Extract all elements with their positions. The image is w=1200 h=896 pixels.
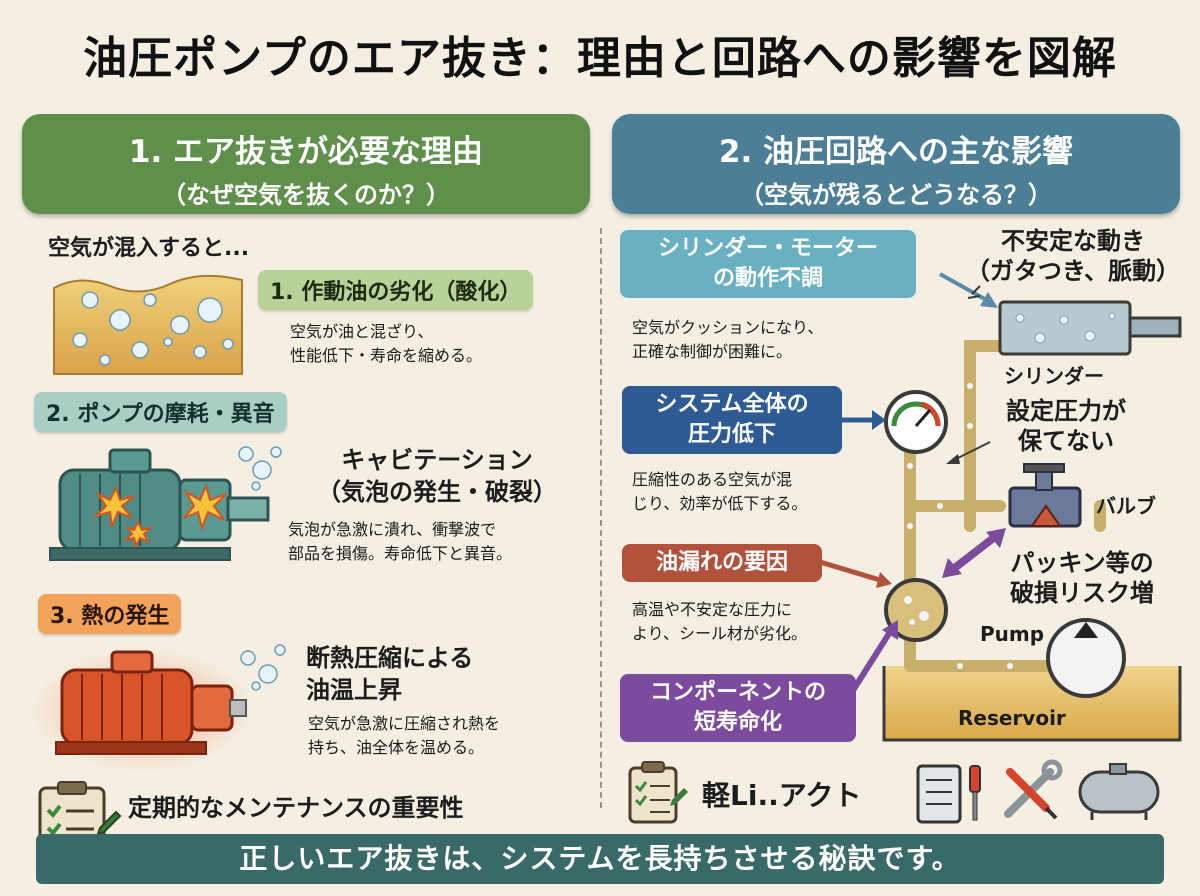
desc-line: じり、効率が低下する。 bbox=[632, 494, 808, 513]
pressure-line2: 保てない bbox=[1018, 427, 1114, 455]
pressure-line1: 設定圧力が bbox=[1006, 397, 1126, 425]
clipboard-icon bbox=[628, 761, 688, 824]
arrow-lifespan bbox=[849, 620, 898, 694]
effect-label-line1: コンポーネントの bbox=[649, 680, 826, 705]
desc-line: 気泡が急激に潰れ、衝撃波で bbox=[288, 520, 497, 539]
reservoir-label: Reservoir bbox=[958, 706, 1066, 730]
reason-heat-label: 3. 熱の発生 bbox=[38, 594, 182, 634]
desc-line: 持ち、油全体を温める。 bbox=[308, 738, 485, 757]
cavitation-line2: （気泡の発生・破裂） bbox=[317, 478, 557, 506]
cylinder-label: シリンダー bbox=[1004, 364, 1104, 388]
unstable-line2: （ガタつき、脈動） bbox=[965, 257, 1181, 285]
heat-line2: 油温上昇 bbox=[306, 676, 402, 704]
right-section-header: 2. 油圧回路への主な影響 （空気が残るとどうなる？） bbox=[612, 114, 1180, 214]
effect-pressure-drop-desc: 圧縮性のある空気が混 じり、効率が低下する。 bbox=[632, 468, 807, 516]
desc-line: 高温や不安定な圧力に bbox=[632, 600, 793, 619]
desc-line: 圧縮性のある空気が混 bbox=[632, 470, 793, 489]
checklist-screwdriver-icon bbox=[916, 764, 981, 824]
desc-line: 空気が急激に圧縮され熱を bbox=[308, 714, 501, 733]
maintenance-importance: 定期的なメンテナンスの重要性 bbox=[128, 794, 464, 822]
effect-pressure-drop-label: システム全体の 圧力低下 bbox=[622, 386, 842, 454]
pump-cavitation-icon bbox=[49, 446, 282, 561]
footer-banner: 正しいエア抜きは、システムを長持ちさせる秘訣です。 bbox=[36, 834, 1164, 884]
packing-line2: 破損リスク増 bbox=[1010, 579, 1154, 607]
reason-pump-wear-label: 2. ポンプの摩耗・異音 bbox=[34, 392, 287, 432]
pressure-drop-label: 設定圧力が 保てない bbox=[976, 396, 1156, 456]
unstable-motion-label: 不安定な動き （ガタつき、脈動） bbox=[958, 226, 1188, 286]
air-tank-icon bbox=[1078, 763, 1160, 820]
reason-pump-wear-desc: 気泡が急激に潰れ、衝撃波で 部品を損傷。寿命低下と異音。 bbox=[288, 518, 512, 566]
reason-oil-degradation-label: 1. 作動油の劣化（酸化） bbox=[258, 270, 534, 310]
effect-oil-leak-label: 油漏れの要因 bbox=[622, 544, 822, 582]
intro-text: 空気が混入すると... bbox=[48, 236, 250, 261]
cavitation-title: キャビテーション （気泡の発生・破裂） bbox=[292, 444, 582, 508]
heat-line1: 断熱圧縮による bbox=[306, 644, 474, 672]
wrench-screwdriver-icon bbox=[1004, 759, 1063, 820]
unstable-line1: 不安定な動き bbox=[1001, 227, 1145, 255]
reason-oil-degradation-desc: 空気が油と混ざり、 性能低下・寿命を縮める。 bbox=[290, 320, 482, 368]
desc-line: 空気がクッションになり、 bbox=[632, 318, 824, 337]
desc-line: より、シール材が劣化。 bbox=[632, 624, 808, 643]
cavitation-line1: キャビテーション bbox=[341, 446, 533, 474]
left-header-line1: 1. エア抜きが必要な理由 bbox=[128, 134, 484, 170]
effect-label-line2: 圧力低下 bbox=[687, 422, 776, 447]
column-divider bbox=[600, 228, 602, 808]
effect-label-line2: の動作不調 bbox=[712, 266, 823, 291]
valve-label: バルブ bbox=[1096, 494, 1156, 518]
effect-cylinder-motor-label: シリンダー・モーター の動作不調 bbox=[620, 230, 916, 298]
effect-oil-leak-desc: 高温や不安定な圧力に より、シール材が劣化。 bbox=[632, 598, 807, 646]
hot-motor-icon bbox=[32, 644, 286, 772]
pump-label: Pump bbox=[980, 622, 1045, 646]
effect-label-line1: システム全体の bbox=[655, 392, 809, 417]
desc-line: 空気が油と混ざり、 bbox=[290, 322, 434, 341]
right-header-line1: 2. 油圧回路への主な影響 bbox=[718, 134, 1074, 170]
page-title: 油圧ポンプのエア抜き：理由と回路への影響を図解 bbox=[83, 33, 1117, 84]
hydraulic-circuit-diagram bbox=[882, 272, 1182, 742]
brand-logo-text: 軽Li..アクト bbox=[702, 779, 862, 812]
effect-short-lifespan-label: コンポーネントの 短寿命化 bbox=[620, 674, 856, 742]
packing-line1: パッキン等の bbox=[1010, 549, 1154, 577]
effect-cylinder-motor-desc: 空気がクッションになり、 正確な制御が困難に。 bbox=[632, 316, 823, 364]
arrow-pressure bbox=[838, 410, 886, 430]
effect-label-line2: 短寿命化 bbox=[693, 710, 782, 735]
right-header-line2: （空気が残るとどうなる？） bbox=[740, 181, 1052, 209]
packing-risk-label: パッキン等の 破損リスク増 bbox=[984, 548, 1180, 608]
desc-line: 部品を損傷。寿命低下と異音。 bbox=[288, 544, 513, 563]
desc-line: 性能低下・寿命を縮める。 bbox=[290, 346, 483, 365]
desc-line: 正確な制御が困難に。 bbox=[632, 342, 793, 361]
reason-heat-desc: 空気が急激に圧縮され熱を 持ち、油全体を温める。 bbox=[308, 712, 500, 760]
effect-label-line1: シリンダー・モーター bbox=[657, 236, 878, 261]
arrow-leak bbox=[819, 559, 892, 588]
arrow-pressure-label bbox=[946, 441, 991, 464]
heat-title: 断熱圧縮による 油温上昇 bbox=[306, 642, 473, 706]
left-section-header: 1. エア抜きが必要な理由 （なぜ空気を抜くのか？） bbox=[22, 114, 590, 214]
left-header-line2: （なぜ空気を抜くのか？） bbox=[162, 181, 450, 209]
oil-bubbles-icon bbox=[53, 274, 243, 375]
